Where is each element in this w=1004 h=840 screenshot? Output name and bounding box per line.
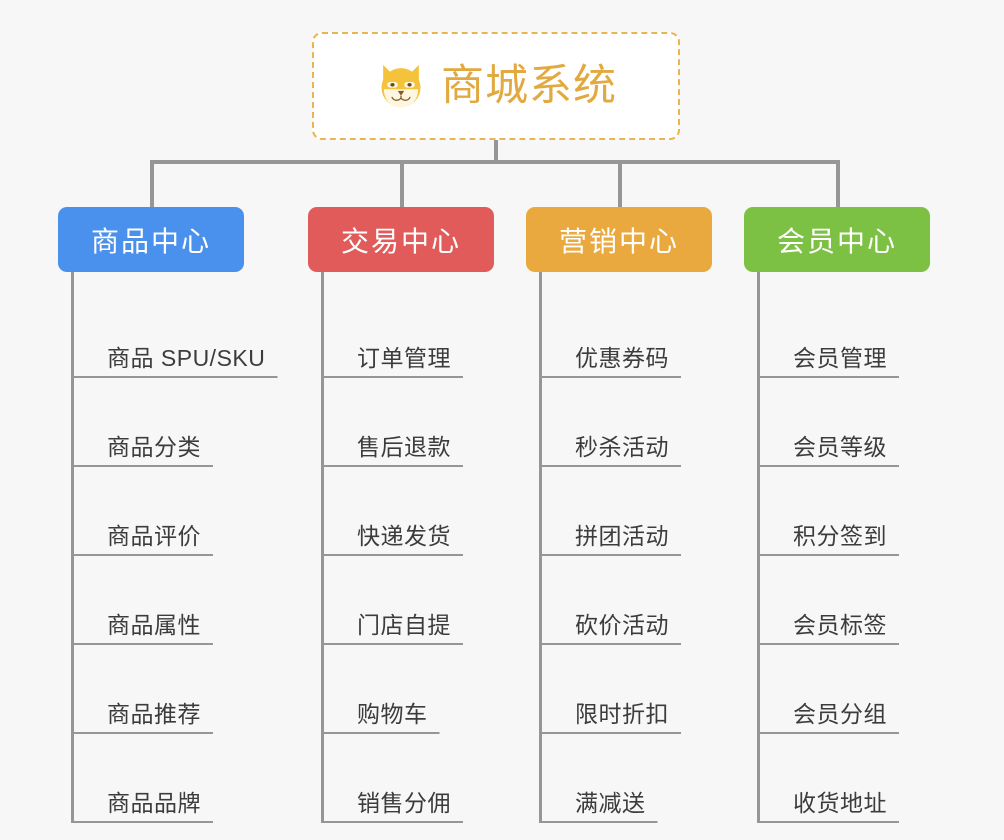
branch-column-4: 会员中心 会员管理 会员等级 积分签到 会员标签 会员分组 收货地址 — [744, 207, 944, 823]
leaf-label: 会员分组 — [793, 700, 887, 727]
leaf-label: 商品属性 — [107, 611, 201, 638]
leaf-label: 商品品牌 — [107, 789, 201, 816]
leaf-item[interactable]: 门店自提 — [324, 556, 508, 645]
branch-trunk-3: 优惠券码 秒杀活动 拼团活动 砍价活动 限时折扣 满减送 — [539, 272, 726, 823]
leaf-item[interactable]: 收货地址 — [760, 734, 944, 823]
connector-root-stem — [494, 140, 498, 162]
leaf-item[interactable]: 会员分组 — [760, 645, 944, 734]
leaf-item[interactable]: 限时折扣 — [542, 645, 726, 734]
leaf-label: 售后退款 — [357, 433, 451, 460]
leaf-item[interactable]: 订单管理 — [324, 289, 508, 378]
leaf-label: 商品评价 — [107, 522, 201, 549]
connector-drop-3 — [618, 160, 622, 207]
branch-column-1: 商品中心 商品 SPU/SKU 商品分类 商品评价 商品属性 商品推荐 商品品牌 — [58, 207, 278, 823]
root-node[interactable]: 商城系统 — [312, 32, 680, 140]
leaf-item[interactable]: 满减送 — [542, 734, 726, 823]
leaf-label: 快递发货 — [357, 522, 451, 549]
leaf-item[interactable]: 拼团活动 — [542, 467, 726, 556]
leaf-label: 销售分佣 — [357, 789, 451, 816]
leaf-label: 拼团活动 — [575, 522, 669, 549]
leaf-label: 购物车 — [357, 700, 428, 727]
leaf-label: 收货地址 — [793, 789, 887, 816]
branch-header-1[interactable]: 商品中心 — [58, 207, 244, 272]
leaf-label: 会员等级 — [793, 433, 887, 460]
connector-drop-4 — [836, 160, 840, 207]
leaf-label: 砍价活动 — [575, 611, 669, 638]
connector-drop-1 — [150, 160, 154, 207]
branch-trunk-2: 订单管理 售后退款 快递发货 门店自提 购物车 销售分佣 — [321, 272, 508, 823]
root-title: 商城系统 — [441, 61, 617, 110]
connector-horizontal-bus — [150, 160, 840, 164]
leaf-item[interactable]: 优惠券码 — [542, 289, 726, 378]
leaf-label: 限时折扣 — [575, 700, 669, 727]
leaf-label: 商品分类 — [107, 433, 201, 460]
leaf-label: 秒杀活动 — [575, 433, 669, 460]
branch-header-3[interactable]: 营销中心 — [526, 207, 712, 272]
leaf-item[interactable]: 商品评价 — [74, 467, 278, 556]
branch-header-4[interactable]: 会员中心 — [744, 207, 930, 272]
leaf-item[interactable]: 积分签到 — [760, 467, 944, 556]
leaf-item[interactable]: 商品分类 — [74, 378, 278, 467]
branch-header-2[interactable]: 交易中心 — [308, 207, 494, 272]
leaf-item[interactable]: 商品属性 — [74, 556, 278, 645]
leaf-label: 积分签到 — [793, 522, 887, 549]
leaf-item[interactable]: 商品品牌 — [74, 734, 278, 823]
leaf-item[interactable]: 商品推荐 — [74, 645, 278, 734]
leaf-label: 门店自提 — [357, 611, 451, 638]
leaf-label: 满减送 — [575, 789, 646, 816]
branch-column-3: 营销中心 优惠券码 秒杀活动 拼团活动 砍价活动 限时折扣 满减送 — [526, 207, 726, 823]
leaf-item[interactable]: 快递发货 — [324, 467, 508, 556]
leaf-item[interactable]: 销售分佣 — [324, 734, 508, 823]
leaf-label: 会员管理 — [793, 344, 887, 371]
leaf-item[interactable]: 售后退款 — [324, 378, 508, 467]
branch-trunk-1: 商品 SPU/SKU 商品分类 商品评价 商品属性 商品推荐 商品品牌 — [71, 272, 278, 823]
leaf-item[interactable]: 会员标签 — [760, 556, 944, 645]
leaf-label: 订单管理 — [357, 344, 451, 371]
leaf-label: 商品 SPU/SKU — [107, 344, 266, 371]
connector-drop-2 — [400, 160, 404, 207]
leaf-label: 会员标签 — [793, 611, 887, 638]
leaf-item[interactable]: 会员管理 — [760, 289, 944, 378]
branch-column-2: 交易中心 订单管理 售后退款 快递发货 门店自提 购物车 销售分佣 — [308, 207, 508, 823]
leaf-item[interactable]: 会员等级 — [760, 378, 944, 467]
branch-trunk-4: 会员管理 会员等级 积分签到 会员标签 会员分组 收货地址 — [757, 272, 944, 823]
leaf-label: 优惠券码 — [575, 344, 669, 371]
leaf-item[interactable]: 砍价活动 — [542, 556, 726, 645]
leaf-item[interactable]: 商品 SPU/SKU — [74, 289, 278, 378]
leaf-label: 商品推荐 — [107, 700, 201, 727]
leaf-item[interactable]: 购物车 — [324, 645, 508, 734]
leaf-item[interactable]: 秒杀活动 — [542, 378, 726, 467]
shiba-dog-face-icon — [381, 64, 421, 109]
